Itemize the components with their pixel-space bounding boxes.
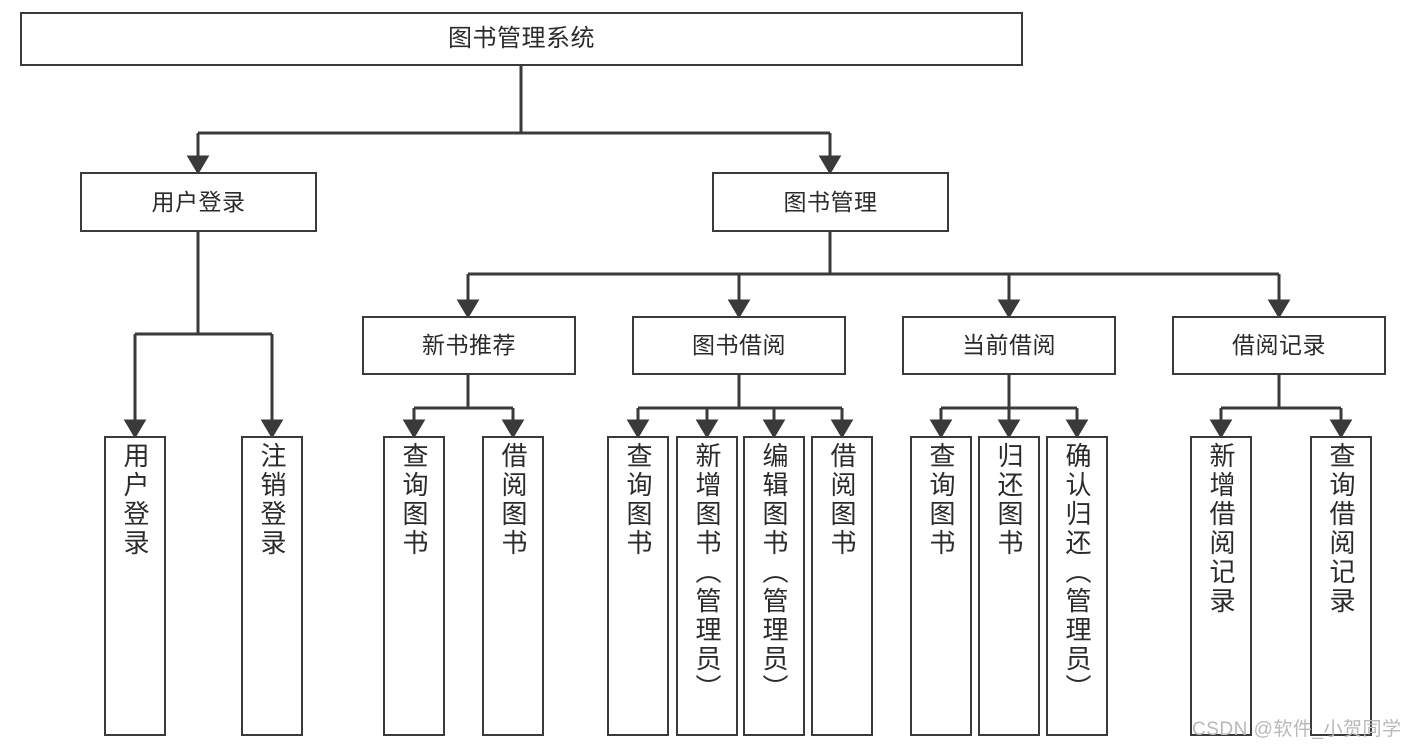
node-book-management[interactable]: 图书管理 — [712, 172, 949, 232]
node-label: 查询图书 — [623, 442, 653, 558]
leaf-logout[interactable]: 注销登录 — [241, 436, 303, 736]
leaf-confirm-return-admin[interactable]: 确认归还（管理员） — [1046, 436, 1108, 736]
leaf-add-book-admin[interactable]: 新增图书（管理员） — [676, 436, 738, 736]
node-label: 借阅记录 — [1232, 332, 1326, 359]
node-label: 图书管理 — [783, 188, 878, 215]
node-label: 编辑图书（管理员） — [759, 442, 789, 703]
node-label: 当前借阅 — [962, 332, 1056, 359]
leaf-borrow-book[interactable]: 借阅图书 — [811, 436, 873, 736]
leaf-query-book-borrow[interactable]: 查询图书 — [607, 436, 669, 736]
node-label: 查询图书 — [399, 442, 429, 558]
node-label: 借阅图书 — [827, 442, 857, 558]
node-label: 新书推荐 — [422, 332, 516, 359]
node-label: 查询借阅记录 — [1326, 442, 1356, 616]
leaf-return-book[interactable]: 归还图书 — [978, 436, 1040, 736]
watermark-text: CSDN @软件_小贺同学 — [1192, 719, 1402, 740]
node-label: 新增图书（管理员） — [692, 442, 722, 703]
node-label: 注销登录 — [257, 442, 287, 558]
node-label: 图书管理系统 — [448, 25, 595, 53]
node-label: 确认归还（管理员） — [1062, 442, 1092, 703]
node-user-login[interactable]: 用户登录 — [80, 172, 317, 232]
node-label: 借阅图书 — [498, 442, 528, 558]
node-book-borrow[interactable]: 图书借阅 — [632, 316, 846, 375]
leaf-query-borrow-record[interactable]: 查询借阅记录 — [1310, 436, 1372, 736]
node-label: 归还图书 — [994, 442, 1024, 558]
leaf-query-book-current[interactable]: 查询图书 — [910, 436, 972, 736]
leaf-add-borrow-record[interactable]: 新增借阅记录 — [1190, 436, 1252, 736]
leaf-query-book-recommend[interactable]: 查询图书 — [383, 436, 445, 736]
node-label: 用户登录 — [120, 442, 150, 558]
node-label: 图书借阅 — [692, 332, 786, 359]
node-label: 用户登录 — [151, 188, 246, 215]
leaf-edit-book-admin[interactable]: 编辑图书（管理员） — [743, 436, 805, 736]
node-new-book-recommend[interactable]: 新书推荐 — [362, 316, 576, 375]
node-label: 新增借阅记录 — [1206, 442, 1236, 616]
node-root-system[interactable]: 图书管理系统 — [20, 12, 1023, 66]
node-borrow-records[interactable]: 借阅记录 — [1172, 316, 1386, 375]
leaf-user-login[interactable]: 用户登录 — [104, 436, 166, 736]
leaf-borrow-book-recommend[interactable]: 借阅图书 — [482, 436, 544, 736]
node-label: 查询图书 — [926, 442, 956, 558]
node-current-borrow[interactable]: 当前借阅 — [902, 316, 1116, 375]
